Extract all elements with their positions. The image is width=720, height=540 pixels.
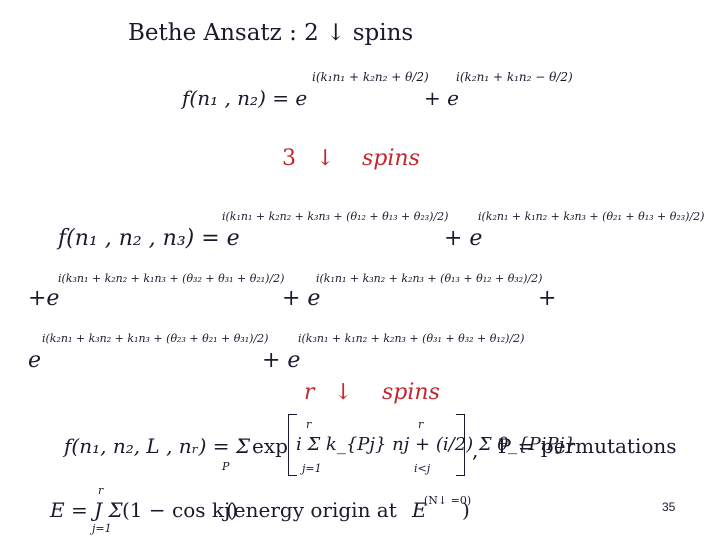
heading-r-variable: r xyxy=(304,380,315,405)
eq3-term5: e xyxy=(28,348,42,373)
slide-title: Bethe Ansatz : 2 ↓ spins xyxy=(128,20,414,46)
eq3-term2: + e xyxy=(444,226,483,251)
energy-superscript: (N↓ =0) xyxy=(424,494,472,507)
heading-r-arrow: ↓ xyxy=(334,380,353,405)
eq3-term6-exponent: i(k₃n₁ + k₁n₂ + k₂n₃ + (θ₃₁ + θ₃₂ + θ₁₂)… xyxy=(298,332,525,345)
energy-close-paren: ) xyxy=(462,498,470,522)
eqr-sum1-bottom: j=1 xyxy=(302,462,322,475)
heading-3-arrow: ↓ xyxy=(316,146,335,171)
eqr-left-bracket xyxy=(288,414,297,476)
energy-sum-bottom: j=1 xyxy=(92,522,112,535)
eqr-sum-subscript: P xyxy=(222,460,230,473)
eqr-sum2-bottom: i<j xyxy=(414,462,431,475)
eq3-term4: + e xyxy=(282,286,321,311)
eqr-exp: exp xyxy=(252,434,288,458)
energy-E: E xyxy=(412,498,427,522)
eq3-term4-exponent: i(k₁n₁ + k₃n₂ + k₂n₃ + (θ₁₃ + θ₁₂ + θ₃₂)… xyxy=(316,272,543,285)
eqr-permutations: P = permutations xyxy=(498,434,677,458)
eqr-sum1-top: r xyxy=(306,418,312,431)
eqr-body: i Σ k_{Pj} nj + (i/2) Σ θ_{PiPj} xyxy=(296,434,576,455)
eq2-exponent-2: i(k₂n₁ + k₁n₂ − θ/2) xyxy=(456,70,573,84)
eqr-lhs: f(n₁, n₂, L , nᵣ) = Σ xyxy=(64,434,251,458)
eq3-term1-exponent: i(k₁n₁ + k₂n₂ + k₃n₃ + (θ₁₂ + θ₁₃ + θ₂₃)… xyxy=(222,210,449,223)
eq3-term3: +e xyxy=(28,286,60,311)
eq3-term2-exponent: i(k₂n₁ + k₁n₂ + k₃n₃ + (θ₂₁ + θ₁₃ + θ₂₃)… xyxy=(478,210,705,223)
eq2-exponent-1: i(k₁n₁ + k₂n₂ + θ/2) xyxy=(312,70,429,84)
eq2-plus: + e xyxy=(424,86,459,110)
eqr-comma: , xyxy=(472,438,479,462)
eq3-term5-exponent: i(k₂n₁ + k₃n₂ + k₁n₃ + (θ₂₃ + θ₂₁ + θ₃₁)… xyxy=(42,332,269,345)
energy-note: (energy origin at xyxy=(226,498,397,522)
heading-r-word: spins xyxy=(382,380,440,405)
page-number: 35 xyxy=(662,500,676,514)
heading-3-number: 3 xyxy=(282,146,296,171)
energy-rhs: (1 − cos kj) xyxy=(122,498,238,522)
eq3-term3-exponent: i(k₃n₁ + k₂n₂ + k₁n₃ + (θ₃₂ + θ₃₁ + θ₂₁)… xyxy=(58,272,285,285)
eqr-sum2-top: r xyxy=(418,418,424,431)
heading-3-word: spins xyxy=(362,146,420,171)
energy-sum-top: r xyxy=(98,484,104,497)
energy-lhs: E = J Σ xyxy=(50,498,123,522)
eqr-right-bracket xyxy=(456,414,465,476)
eq2-lhs: f(n₁ , n₂) = e xyxy=(182,86,308,110)
eq3-plus-end: + xyxy=(538,286,557,311)
eq3-term6: + e xyxy=(262,348,301,373)
eq3-lhs: f(n₁ , n₂ , n₃) = e xyxy=(58,226,240,251)
